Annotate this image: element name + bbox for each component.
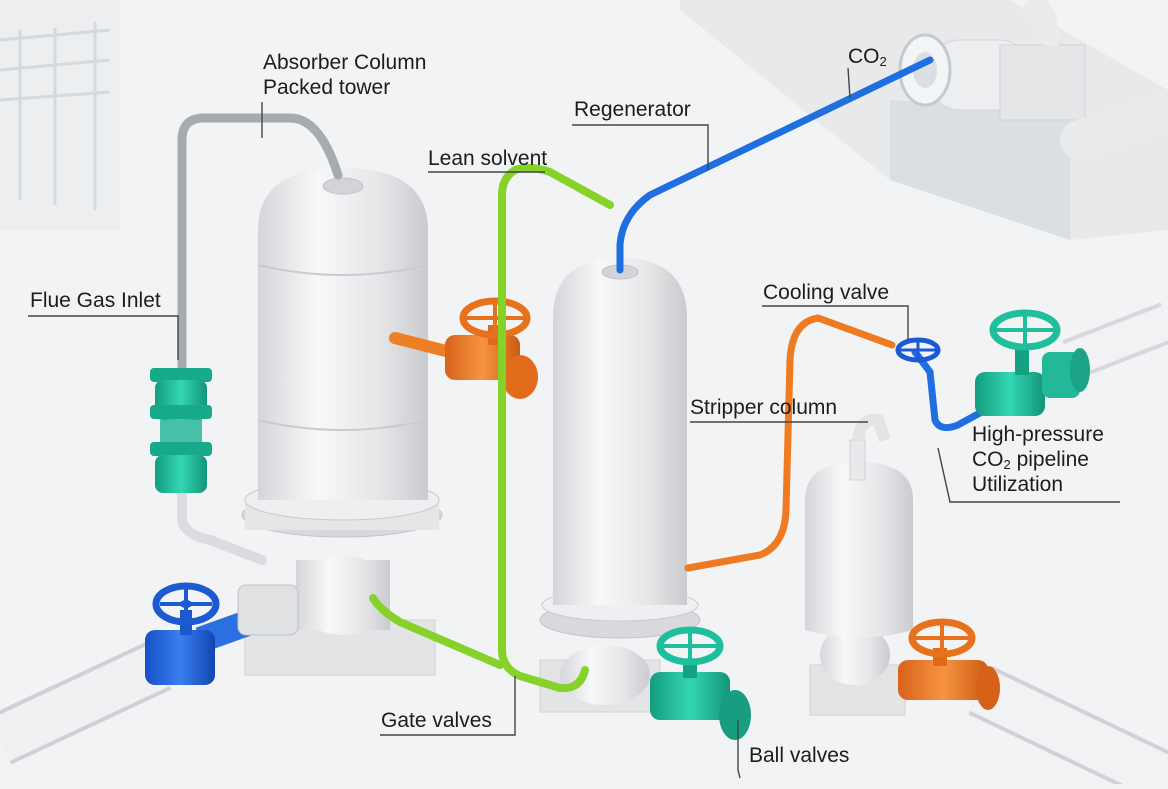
small-separator-vessel: [805, 413, 913, 716]
blue-gate-valve-left: [145, 582, 299, 685]
lean-solvent-label: Lean solvent: [428, 147, 548, 170]
flue-gas-line: [177, 113, 343, 375]
absorber-subtitle: Packed tower: [263, 76, 391, 99]
stripper-column-label: Stripper column: [690, 396, 838, 419]
pipeline-co2-text: CO: [972, 448, 1004, 471]
gate-valves-label: Gate valves: [381, 709, 492, 732]
absorber-column: [241, 168, 443, 676]
pipeline-co2-subscript: 2: [1003, 457, 1011, 472]
pipeline-rest-text: pipeline: [1010, 448, 1089, 471]
co2-text: CO: [848, 45, 880, 68]
regenerator-label: Regenerator: [574, 98, 691, 121]
leader-co2: [847, 67, 851, 99]
leader-regenerator: [572, 124, 709, 170]
co2-subscript: 2: [879, 54, 887, 69]
utilization-text: Utilization: [972, 473, 1064, 496]
absorber-title: Absorber Column: [263, 51, 427, 74]
absorber-column-label: Absorber Column Packed tower: [263, 50, 426, 100]
co2-outlet-line: [616, 56, 934, 274]
lean-solvent-line: [498, 163, 614, 693]
leader-ball-valves: [737, 720, 741, 779]
flue-gas-teal-valve: [150, 368, 212, 493]
co2-label: CO2: [848, 44, 887, 69]
lean-solvent-return-line: [369, 594, 504, 669]
teal-ball-valve: [650, 626, 751, 740]
leader-gate-valves: [380, 676, 516, 736]
stripper-orange-line: [684, 314, 896, 572]
teal-valve-high-pressure: [975, 309, 1090, 416]
pipeline-label: High-pressure CO2 pipeline Utilization: [972, 422, 1104, 497]
leader-lines: [28, 67, 1120, 779]
stripper-column: [539, 258, 701, 713]
ball-valves-label: Ball valves: [749, 744, 850, 767]
flue-gas-lower-line: [177, 485, 267, 565]
leader-flue-gas: [28, 315, 179, 360]
cooling-valve-label: Cooling valve: [763, 281, 890, 304]
leader-pipeline: [937, 447, 1120, 503]
leader-cooling-valve: [762, 305, 909, 340]
co2-pipeline-text: CO2 pipeline: [972, 447, 1104, 472]
background-structure: [0, 0, 1168, 240]
high-pressure-text: High-pressure: [972, 423, 1104, 446]
orange-valve-bottom-right: [898, 618, 1000, 710]
cooling-valve: [895, 337, 1004, 432]
flue-gas-inlet-label: Flue Gas Inlet: [30, 289, 161, 312]
